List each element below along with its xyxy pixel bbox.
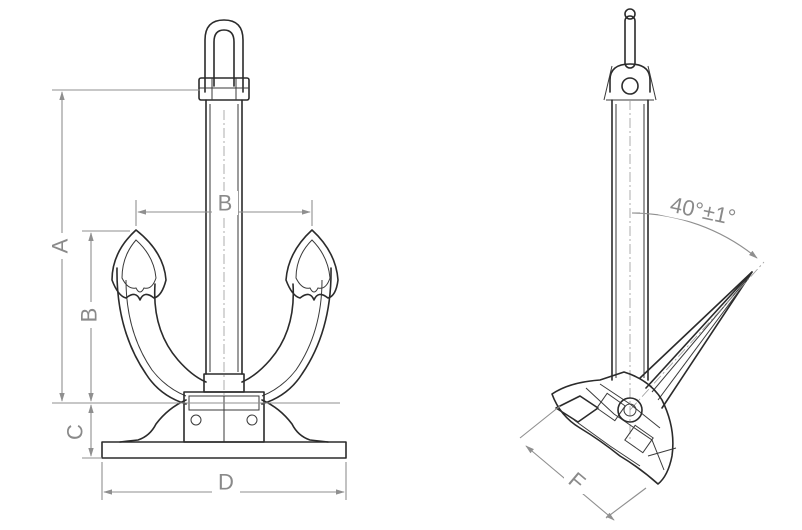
side-shackle	[603, 8, 657, 101]
arms	[116, 267, 332, 405]
side-crown	[551, 371, 677, 485]
dimension-label-d: D	[218, 470, 234, 495]
side-fluke-arm	[629, 261, 765, 411]
side-dimensions: 40°±1° F	[519, 186, 758, 521]
dimension-label-b-side: B	[77, 308, 102, 323]
left-fluke	[111, 229, 167, 301]
right-fluke	[285, 229, 339, 301]
crown	[101, 391, 347, 459]
dimension-label-c: C	[63, 424, 88, 440]
dimension-label-a: A	[48, 238, 73, 253]
dimension-label-b-top: B	[218, 191, 233, 216]
angle-label: 40°±1°	[668, 192, 738, 230]
side-shank	[611, 99, 649, 440]
shank	[203, 99, 245, 440]
front-dimensions: A B C B D	[42, 89, 347, 500]
side-view	[551, 8, 765, 485]
shackle	[198, 19, 250, 101]
front-view	[101, 19, 347, 459]
